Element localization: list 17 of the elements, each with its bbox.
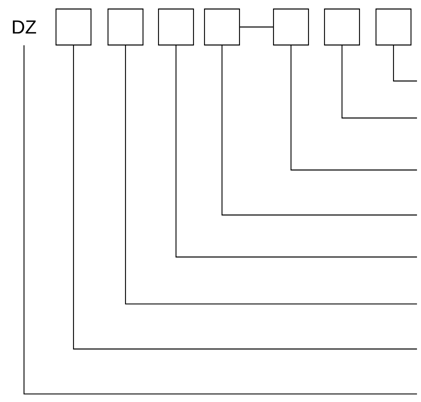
leader-line [24, 44, 418, 394]
code-box [56, 8, 92, 46]
leader-line [73, 45, 418, 350]
code-box [108, 8, 144, 46]
code-box [273, 8, 309, 46]
leader-line [176, 45, 418, 258]
code-box [204, 8, 240, 46]
leader-line [393, 45, 418, 82]
code-box [324, 8, 360, 46]
code-box [158, 8, 194, 46]
leader-line [125, 45, 418, 304]
code-prefix: DZ [12, 20, 36, 34]
leader-line [290, 45, 418, 170]
leader-line [342, 45, 418, 118]
connector-line [240, 26, 274, 28]
leader-line [222, 45, 418, 216]
code-box [376, 8, 412, 46]
